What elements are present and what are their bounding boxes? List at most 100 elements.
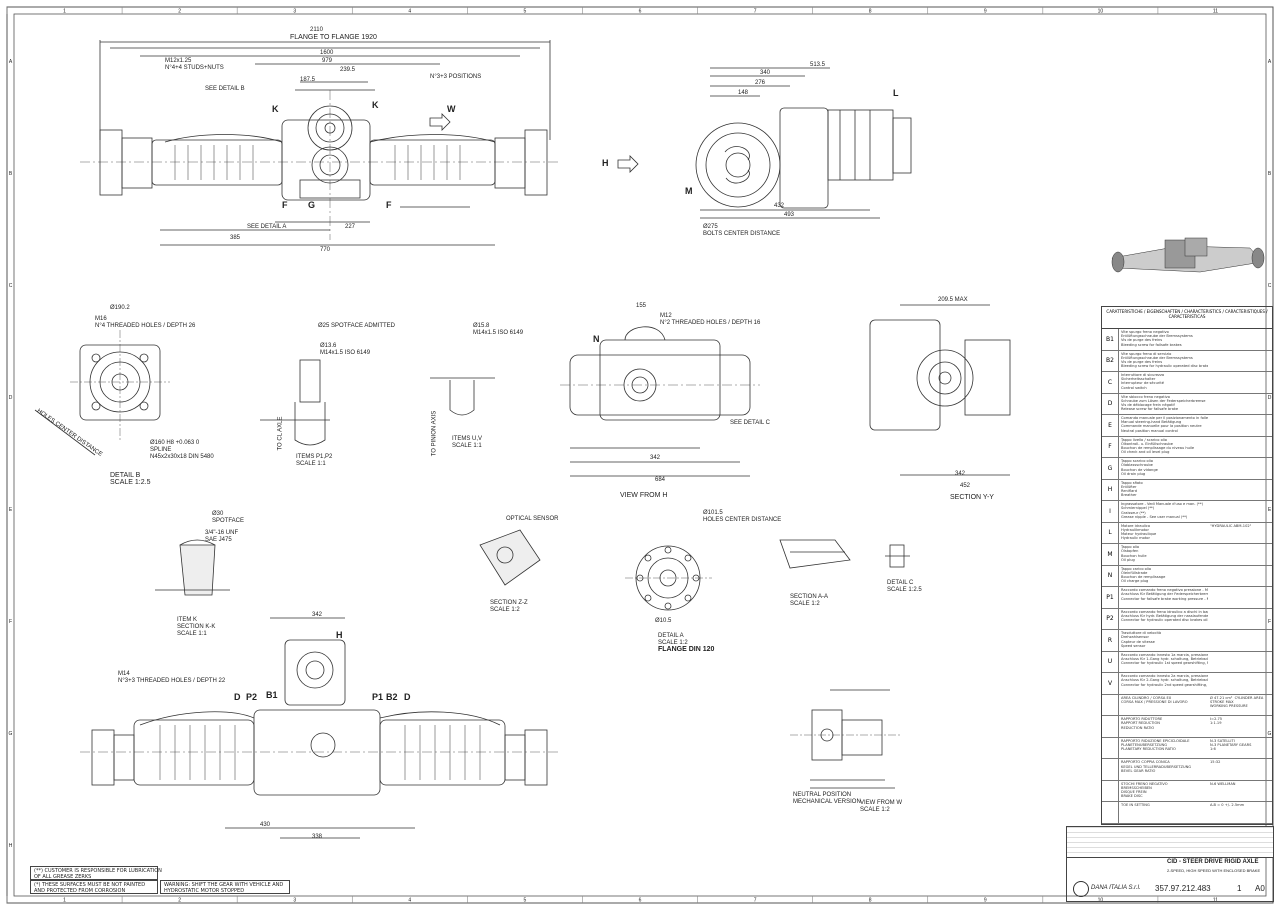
top-plan-view (80, 40, 560, 246)
letter-g: G (308, 200, 316, 210)
row-value (1208, 566, 1272, 587)
row-code (1102, 694, 1119, 716)
p1p2-to-cl: TO CL AXLE (277, 416, 284, 451)
row-marker-label: B (1268, 171, 1272, 177)
front-see-detail-c: SEE DETAIL C (730, 420, 771, 426)
detail-a-bolts: Ø101.5 HOLES CENTER DISTANCE (703, 510, 782, 523)
row-description: Trasduttore di velocità Drehzahlsensor C… (1121, 631, 1162, 648)
side-dim-493: 493 (784, 212, 795, 218)
row-value (1208, 372, 1272, 393)
row-description: Vite sblocco freno negativo Schraube zum… (1121, 394, 1206, 412)
yy-dim-342: 342 (955, 471, 966, 477)
row-description: Raccordo comando innesto 1a marcia, pres… (1121, 652, 1208, 666)
row-value: 15:32 (1210, 760, 1221, 765)
col-marker-label: 6 (639, 898, 642, 904)
section-zz-drawing (479, 529, 541, 586)
detail-a-holes: Ø10.5 (655, 618, 672, 624)
side-dim-276: 276 (755, 80, 766, 86)
row-description: Motore idraulico Hydraulikmotor Moteur h… (1121, 523, 1157, 541)
top-dim-227: 227 (345, 224, 356, 230)
row-value (1208, 394, 1272, 415)
row-marker-label: B (9, 171, 13, 177)
row-code (1102, 716, 1119, 737)
col-marker-label: 9 (984, 9, 987, 15)
row-description: Comando manuale per il posizionamento in… (1121, 416, 1208, 433)
letter-n: N (593, 334, 600, 344)
bottom-dim-430: 430 (260, 822, 271, 828)
row-description: Tappo sfiato Entlüfter Reniflard Breathe… (1121, 480, 1143, 498)
revision-strip (1067, 827, 1273, 858)
row-description: STOCHI FRENO NEGATIVO BREMSSCHEIBEN DISQ… (1121, 781, 1168, 799)
row-code (1102, 737, 1119, 759)
top-dim-187: 187.5 (300, 77, 316, 83)
row-code: M (1102, 544, 1119, 565)
uv-to-pinion: TO PINION AXIS (431, 410, 438, 457)
row-marker-label: C (1268, 283, 1272, 289)
part-number: 357.97.212.483 (1155, 884, 1211, 893)
row-description: RAPPORTO COPPIA CONICA KEGEL UND TELLERR… (1121, 760, 1192, 773)
uv-title: ITEMS U,V SCALE 1:1 (452, 436, 483, 449)
table-header: CARATTERISTICHE / EIGENSCHAFTEN / CHARAC… (1102, 307, 1272, 329)
row-description: Interruttore di sicurezza Sicherheitssch… (1121, 373, 1165, 390)
view-w-title: VIEW FROM W SCALE 1:2 (860, 800, 902, 813)
characteristics-table: CARATTERISTICHE / EIGENSCHAFTEN / CHARAC… (1101, 306, 1273, 825)
row-value (1208, 415, 1272, 436)
row-value: Ø 47.21 cm² CYLINDER AREA STROKE MAX WOR… (1210, 695, 1264, 709)
letter-w: W (447, 104, 456, 114)
row-code: R (1102, 630, 1119, 651)
row-code: B1 (1102, 329, 1119, 350)
row-description: Vite spurgo freno di servizio Entlüftung… (1121, 351, 1208, 369)
detail-a-drawing (625, 545, 712, 611)
col-marker-label: 11 (1213, 9, 1218, 15)
row-marker-label: F (9, 619, 12, 625)
studs-note: M12x1.25 N°4+4 STUDS+NUTS (165, 58, 224, 71)
front-dim-602: 342 (650, 455, 661, 461)
col-marker-label: 8 (869, 9, 872, 15)
col-marker-label: 8 (869, 898, 872, 904)
bottom-plan-view (80, 617, 560, 839)
title-block: CID - STEER DRIVE RIGID AXLE 2-SPEED, HI… (1066, 826, 1274, 902)
row-marker-label: A (1268, 59, 1272, 65)
row-marker-label: C (9, 283, 13, 289)
row-marker-label: D (1268, 395, 1272, 401)
top-dim-239: 239.5 (340, 67, 356, 73)
row-code: B2 (1102, 350, 1119, 372)
col-marker-label: 3 (293, 898, 296, 904)
paint-note: (*) THESE SURFACES MUST BE NOT PAINTED A… (30, 880, 158, 894)
row-marker-label: E (9, 507, 13, 513)
bottom-letter-d: D (234, 692, 241, 702)
zz-sensor: OPTICAL SENSOR (506, 516, 559, 522)
view-w-drawing (790, 689, 900, 789)
table-row: STOCHI FRENO NEGATIVO BREMSSCHEIBEN DISQ… (1102, 780, 1272, 803)
row-code (1102, 780, 1119, 802)
row-marker-label: E (1268, 507, 1272, 513)
row-code: L (1102, 522, 1119, 544)
col-marker-label: 2 (178, 9, 181, 15)
table-row: RAPPORTO COPPIA CONICA KEGEL UND TELLERR… (1102, 759, 1272, 781)
letter-h-arrow: H (602, 158, 609, 168)
detail-a-title: DETAIL A SCALE 1:2 (658, 633, 688, 646)
top-dim-1600: 1600 (320, 50, 334, 56)
yy-title: SECTION Y-Y (950, 494, 994, 501)
detail-b-threaded: M16 N°4 THREADED HOLES / DEPTH 26 (95, 316, 196, 329)
uv-thread: Ø15.8 M14x1.5 ISO 6149 (473, 323, 524, 336)
row-description: Ingrassatore - Vedi Manuale d'uso e man.… (1121, 502, 1204, 519)
row-value (1208, 652, 1272, 673)
row-value (1208, 630, 1272, 651)
front-view-from: VIEW FROM H (620, 492, 668, 499)
table-row: RAPPORTO RIDUTTORE RAPPORT REDUCTION RED… (1102, 716, 1272, 738)
aa-title: SECTION A-A SCALE 1:2 (790, 594, 829, 607)
row-marker-label: H (9, 843, 13, 849)
p1p2-title: ITEMS P1,P2 SCALE 1:1 (296, 454, 333, 467)
top-dim-2110: 2110 (310, 27, 323, 33)
row-value: I=2.75 1:1.19 (1210, 717, 1223, 726)
row-code: P2 (1102, 608, 1119, 630)
see-detail-b: SEE DETAIL B (205, 86, 245, 92)
bottom-letter-h: H (336, 630, 343, 640)
